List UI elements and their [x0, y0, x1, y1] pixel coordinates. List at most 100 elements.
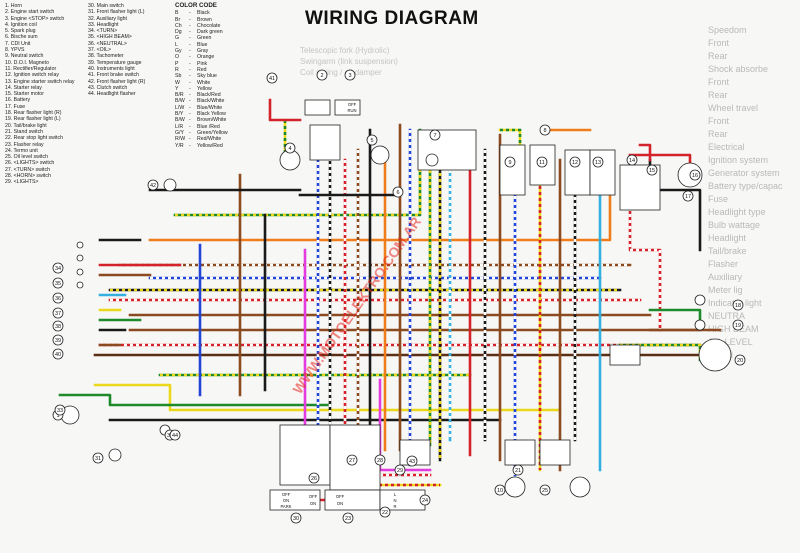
- component-number: 12: [572, 160, 578, 166]
- color-code-entry: L/W-Blue/White: [175, 105, 228, 111]
- component-callout: [539, 124, 551, 136]
- legend-item: 8. YPVS: [5, 47, 25, 54]
- separator: -: [189, 22, 191, 29]
- color-abbreviation: Sb: [175, 73, 182, 80]
- component-number: 5: [370, 138, 373, 144]
- component-callout: [52, 320, 64, 332]
- component-callout: [52, 348, 64, 360]
- color-abbreviation: Ch: [175, 22, 182, 29]
- main-switch-block: [279, 424, 331, 486]
- component-number: 17: [685, 194, 691, 200]
- harness-wire-tracer: [175, 130, 422, 217]
- legend-item: 4. Ignition coil: [5, 21, 37, 28]
- component-number: 24: [422, 498, 428, 504]
- color-name: Black Yellow: [197, 111, 226, 118]
- engine-stop-switch: [334, 99, 361, 116]
- color-abbreviation: B/W: [175, 98, 185, 105]
- component-number: 22: [382, 510, 388, 516]
- color-code-entry: B/Y-Black Yellow: [175, 111, 228, 117]
- color-code-entry: L/R-Blue /Red: [175, 124, 228, 130]
- harness-wire: [58, 393, 332, 407]
- switch-state-label: ON: [310, 501, 316, 506]
- component-number: 39: [55, 338, 61, 344]
- component-number: 23: [345, 516, 351, 522]
- switch-state-label: OFF: [348, 102, 357, 107]
- legend-item: 2. Engine start switch: [5, 9, 55, 16]
- rectifier-regulator: [564, 149, 591, 196]
- component-callout: [169, 429, 181, 441]
- component-number: 16: [692, 173, 698, 179]
- component-callout: [494, 484, 506, 496]
- color-code-entry: Br-Brown: [175, 17, 228, 23]
- bleed-through-line: Ignition system: [708, 155, 769, 165]
- legend-item: 5. Spark plug: [5, 28, 36, 35]
- switch-state-table-main: [269, 489, 321, 511]
- component-number: 37: [55, 311, 61, 317]
- bleed-through-line: Battery type/capac: [708, 181, 783, 191]
- harness-wire: [638, 143, 652, 162]
- color-name: Green: [197, 35, 212, 42]
- component-number: 31: [95, 456, 101, 462]
- component-number: 41: [269, 76, 275, 82]
- component-callout: [284, 142, 296, 154]
- component-callout: [646, 164, 658, 176]
- legend-item: 16. Battery: [5, 97, 31, 104]
- color-name: Gray: [197, 48, 209, 55]
- color-name: White: [197, 79, 211, 86]
- bleed-through-line: Front: [708, 38, 730, 48]
- component-callout: [732, 319, 744, 331]
- bleed-through-line: Flasher: [708, 259, 739, 269]
- legend-item: 9. Neutral switch: [5, 53, 44, 60]
- harness-wire: [93, 383, 562, 412]
- page-title: WIRING DIAGRAM: [305, 8, 479, 29]
- color-name: Black/White: [197, 98, 225, 105]
- legend-item: 1. Horn: [5, 3, 23, 9]
- bleed-through-line: Wheel travel: [708, 103, 759, 113]
- component-callout: [52, 277, 64, 289]
- color-name: Yellow: [197, 85, 212, 92]
- bleed-through-line: Headlight type: [708, 207, 766, 217]
- component-number: 29: [397, 468, 403, 474]
- component-callout: [682, 190, 694, 202]
- color-name: Brown: [197, 16, 212, 23]
- color-code-entry: Gy-Gray: [175, 48, 228, 54]
- color-abbreviation: B/W: [175, 117, 185, 124]
- component-callout: [52, 262, 64, 274]
- bleed-through-line: Auxiliary: [708, 272, 743, 282]
- switch-state-label: N: [393, 498, 396, 503]
- legend-item: 44. Headlight flasher: [88, 91, 136, 98]
- component-callout: [92, 452, 104, 464]
- legend-item: 18. Rear flasher light (R): [5, 110, 62, 117]
- bleed-through-line: Rear: [708, 51, 728, 61]
- component-callout: [539, 484, 551, 496]
- bleed-through-line: HIGH BEAM: [708, 324, 759, 334]
- switch-state-label: OFF: [309, 494, 318, 499]
- legend-item: 7. CDI Unit: [5, 40, 31, 47]
- color-name: Chocolate: [197, 22, 221, 29]
- component-number: 4: [288, 146, 291, 152]
- component-number: 36: [55, 296, 61, 302]
- color-name: Green/Yellow: [197, 129, 228, 136]
- connector-block: [309, 124, 341, 161]
- legend-item: 13. Engine starter switch relay: [5, 78, 75, 85]
- separator: -: [189, 136, 191, 143]
- legend-item: 35. <HIGH BEAM>: [88, 34, 132, 41]
- bleed-through-line: Fuse: [708, 194, 729, 204]
- legend-item: 12. Ignition switch relay: [5, 72, 59, 79]
- legend-item: 39. Temperature gauge: [88, 59, 142, 66]
- component-number: 34: [55, 266, 61, 272]
- component-callout: [147, 179, 159, 191]
- cdi-terminal: [425, 153, 439, 167]
- component-number: 20: [737, 358, 743, 364]
- spark-plug: [370, 145, 390, 165]
- separator: -: [189, 85, 191, 92]
- color-name: Red/White: [197, 136, 222, 143]
- instrument-bulb: [76, 268, 84, 276]
- component-callout: [732, 299, 744, 311]
- component-callout: [52, 307, 64, 319]
- instrument-bulb: [76, 241, 84, 249]
- legend-item: 28. <HORN> switch: [5, 173, 51, 180]
- legend-item: 22. Rear stop light switch: [5, 135, 63, 142]
